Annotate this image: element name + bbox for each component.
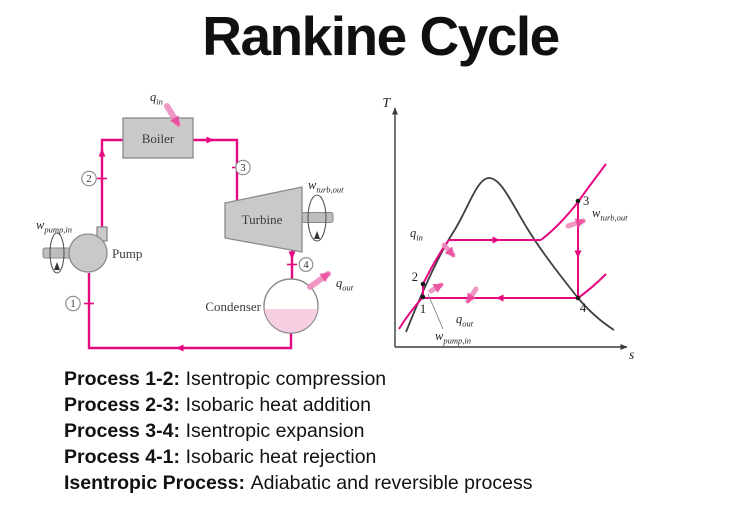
- w-turb-arrow-icon: [565, 218, 586, 229]
- turbine-label: Turbine: [242, 212, 283, 227]
- ts-diagram: T s: [382, 95, 634, 362]
- rankine-cycle-schematic: Boiler qin Turbine wturb,out Pump wpump,…: [36, 90, 354, 352]
- process-list: Process 1-2:Isentropic compression Proce…: [64, 366, 532, 496]
- q-out-label: qout: [336, 276, 354, 293]
- w-turb-out-label: wturb,out: [592, 206, 628, 223]
- pointer-line: [427, 293, 444, 330]
- process-desc: Isentropic expansion: [185, 420, 365, 442]
- w-pump-arrow-icon: [428, 282, 444, 294]
- rotation-arrow-icon: [49, 232, 65, 274]
- pump: Pump wpump,in: [36, 218, 142, 274]
- process-desc: Isobaric heat rejection: [185, 446, 377, 468]
- state-4: 4: [303, 260, 309, 271]
- axes: T s: [382, 95, 634, 362]
- w-pump-in-label: wpump,in: [435, 329, 471, 346]
- t-axis-label: T: [382, 95, 391, 110]
- s-axis-label: s: [629, 347, 634, 362]
- q-in-arrow-icon: [441, 242, 456, 258]
- process-item: Isentropic Process:Adiabatic and reversi…: [64, 470, 532, 496]
- point-1-label: 1: [420, 302, 426, 316]
- process-desc: Isentropic compression: [185, 368, 387, 390]
- point-4-label: 4: [580, 301, 587, 315]
- cycle-points: 2 1 3 4: [412, 194, 590, 316]
- w-turb-out-label: wturb,out: [308, 178, 344, 195]
- isobar-low-right: [577, 273, 607, 299]
- state-3: 3: [240, 163, 245, 174]
- process-label: Isentropic Process:: [64, 472, 245, 494]
- superheat-isobar: [540, 163, 607, 241]
- w-pump-in-label: wpump,in: [36, 218, 72, 235]
- process-label: Process 3-4:: [64, 420, 180, 442]
- process-item: Process 4-1:Isobaric heat rejection: [64, 444, 532, 470]
- page-title: Rankine Cycle: [202, 5, 560, 67]
- state-markers: 2 3 1 4: [65, 159, 314, 312]
- turbine: Turbine wturb,out: [224, 178, 344, 253]
- energy-arrows: [428, 218, 586, 304]
- process-item: Process 3-4:Isentropic expansion: [64, 418, 532, 444]
- q-out-label: qout: [456, 312, 474, 329]
- point-2-label: 2: [412, 270, 418, 284]
- q-in-label: qin: [150, 90, 163, 107]
- process-item: Process 2-3:Isobaric heat addition: [64, 392, 532, 418]
- q-out-arrow-icon: [465, 286, 479, 304]
- boiler-label: Boiler: [142, 131, 175, 146]
- process-label: Process 2-3:: [64, 394, 180, 416]
- rotation-arrow-icon: [307, 194, 327, 242]
- condenser: Condenser qout: [205, 271, 354, 334]
- pump-label: Pump: [112, 246, 142, 261]
- q-in-label: qin: [410, 226, 423, 243]
- isobar-high-left: [422, 239, 450, 285]
- point-3-label: 3: [583, 194, 589, 208]
- process-desc: Adiabatic and reversible process: [250, 472, 533, 494]
- state-1: 1: [70, 299, 75, 310]
- process-label: Process 1-2:: [64, 368, 180, 390]
- state-2: 2: [86, 174, 91, 185]
- energy-labels: qin qout wpump,in wturb,out: [410, 206, 628, 346]
- isobar-low-left: [398, 296, 424, 330]
- process-item: Process 1-2:Isentropic compression: [64, 366, 532, 392]
- boiler: Boiler qin: [122, 90, 194, 159]
- cycle-pipes: [87, 136, 296, 352]
- q-in-arrow-icon: [164, 103, 181, 127]
- process-label: Process 4-1:: [64, 446, 180, 468]
- q-out-arrow-icon: [307, 271, 331, 290]
- condenser-label: Condenser: [205, 299, 261, 314]
- process-desc: Isobaric heat addition: [185, 394, 371, 416]
